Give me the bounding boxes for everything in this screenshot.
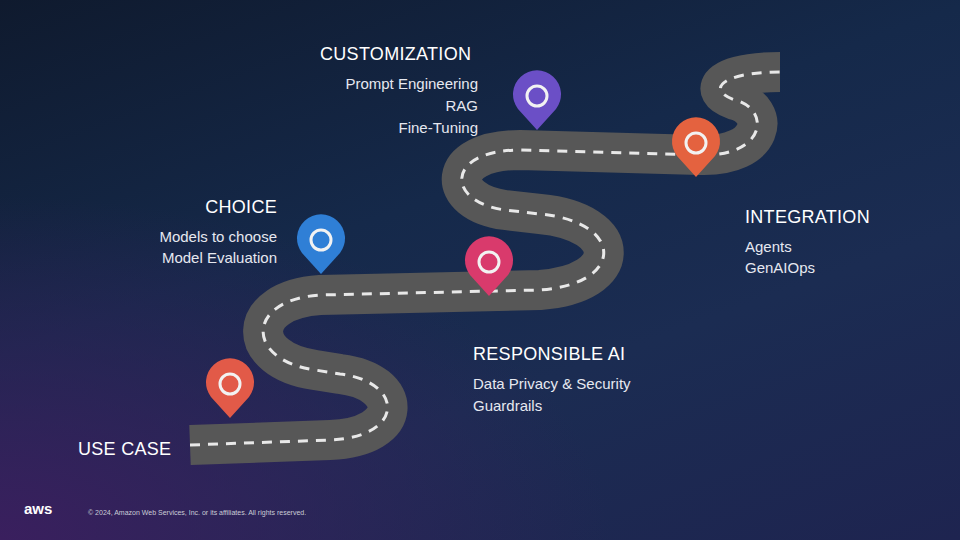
stage-item: RAG	[445, 97, 478, 115]
stage-item: Data Privacy & Security	[473, 375, 631, 393]
map-pin	[297, 214, 345, 274]
stage-heading: USE CASE	[78, 439, 171, 461]
pin-ring	[479, 252, 499, 272]
stage-heading: CUSTOMIZATION	[320, 44, 471, 66]
stage-item: Prompt Engineering	[345, 75, 478, 93]
copyright-note: © 2024, Amazon Web Services, Inc. or its…	[88, 509, 306, 517]
stage-item: Agents	[745, 238, 792, 256]
map-pin	[513, 70, 561, 130]
map-pin	[465, 236, 513, 296]
road-dashes	[190, 72, 780, 445]
pin-ring	[527, 86, 547, 106]
map-pin	[672, 117, 720, 177]
road	[190, 72, 780, 445]
stage-heading: CHOICE	[205, 197, 277, 219]
pin-ring	[686, 133, 706, 153]
stage-item: Guardrails	[473, 397, 542, 415]
aws-logo: aws	[24, 500, 52, 518]
stage-item: GenAIOps	[745, 259, 815, 277]
map-pin	[206, 358, 254, 418]
stage-item: Model Evaluation	[162, 249, 277, 267]
pin-ring	[311, 230, 331, 250]
stage-heading: RESPONSIBLE AI	[473, 344, 625, 366]
stage-item: Fine-Tuning	[399, 119, 478, 137]
stage-heading: INTEGRATION	[745, 207, 870, 229]
stage-item: Models to choose	[159, 228, 277, 246]
pin-ring	[220, 374, 240, 394]
